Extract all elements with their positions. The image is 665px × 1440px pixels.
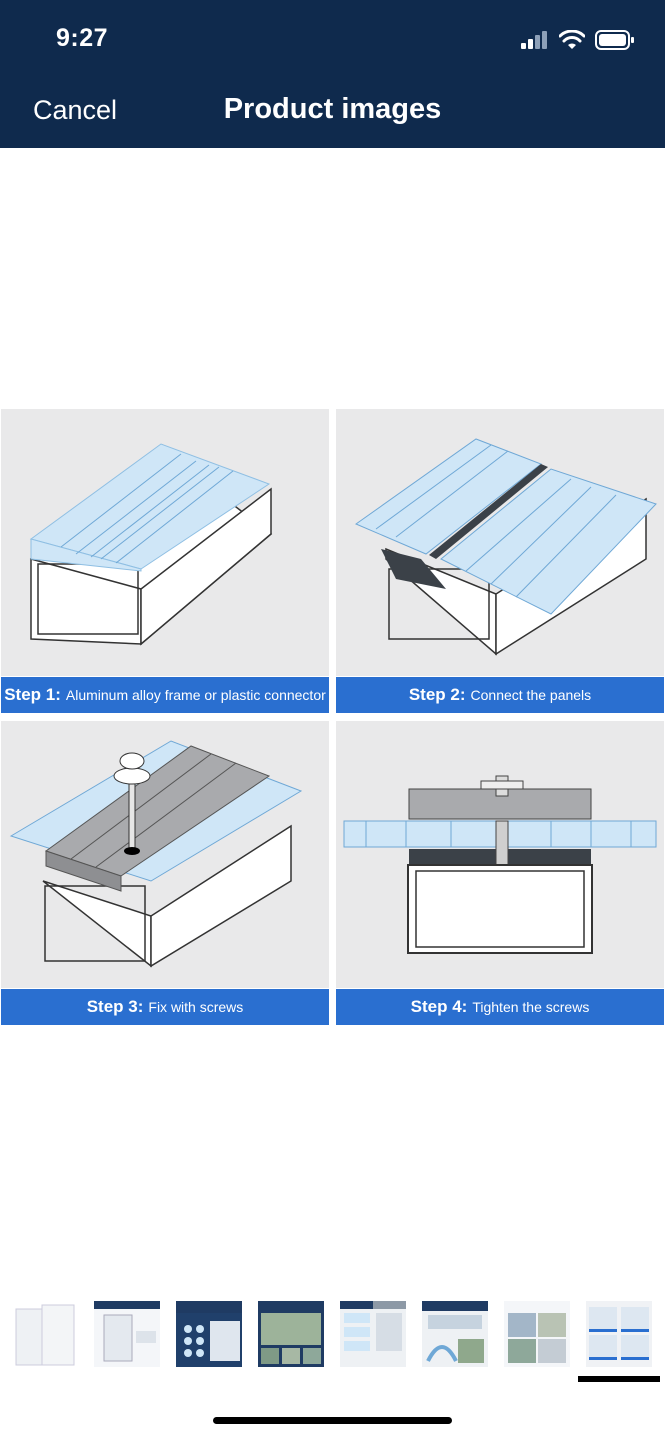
status-time: 9:27 (56, 24, 109, 52)
step-2-caption: Step 2: Connect the panels (336, 677, 664, 713)
step-1-illustration (1, 409, 329, 676)
cellular-signal-icon (521, 31, 547, 49)
step-4-number: Step 4: (410, 997, 468, 1016)
thumbnail-strip (0, 1298, 665, 1388)
step-3-text: Fix with screws (148, 999, 244, 1015)
wifi-icon (559, 30, 585, 49)
home-indicator[interactable] (213, 1417, 452, 1424)
step-4-illustration (336, 721, 664, 988)
step-3-caption: Step 3: Fix with screws (1, 989, 329, 1025)
thumbnail-8[interactable] (586, 1301, 652, 1367)
status-icons (521, 28, 635, 52)
thumbnail-5[interactable] (340, 1301, 406, 1367)
step-1-caption: Step 1: Aluminum alloy frame or plastic … (1, 677, 329, 713)
thumbnail-1[interactable] (12, 1301, 78, 1367)
page-title: Product images (223, 93, 442, 125)
battery-icon (595, 30, 634, 50)
navigation-header: 9:27 Cancel Product images (0, 0, 665, 148)
step-2-text: Connect the panels (470, 687, 592, 703)
step-4-caption: Step 4: Tighten the screws (336, 989, 664, 1025)
step-3-number: Step 3: (86, 997, 144, 1016)
step-1-text: Aluminum alloy frame or plastic connecto… (65, 687, 326, 703)
thumbnail-7[interactable] (504, 1301, 570, 1367)
thumbnail-2[interactable] (94, 1301, 160, 1367)
step-4-text: Tighten the screws (472, 999, 590, 1015)
thumbnail-3[interactable] (176, 1301, 242, 1367)
step-2-number: Step 2: (408, 685, 466, 704)
step-2-illustration (336, 409, 664, 676)
thumbnail-6[interactable] (422, 1301, 488, 1367)
step-1-number: Step 1: (4, 685, 61, 704)
product-image[interactable]: Step 1: Aluminum alloy frame or plastic … (0, 409, 665, 1026)
selected-thumbnail-indicator (578, 1376, 660, 1382)
step-3-illustration (1, 721, 329, 988)
cancel-button[interactable]: Cancel (33, 95, 118, 125)
thumbnail-4[interactable] (258, 1301, 324, 1367)
